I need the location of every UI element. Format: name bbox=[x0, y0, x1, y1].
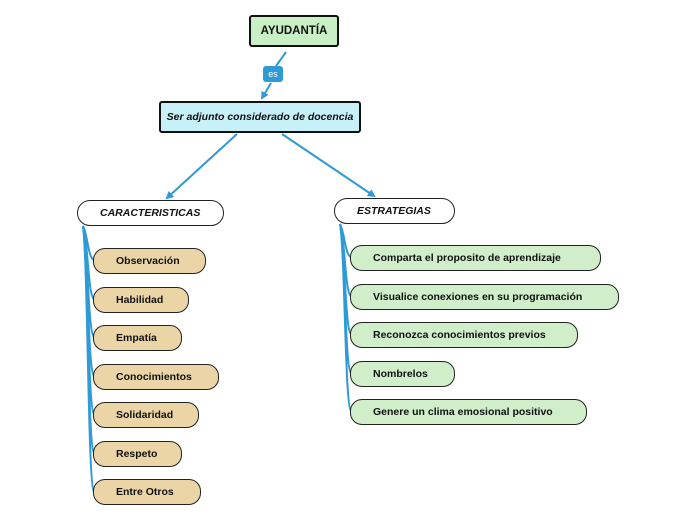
caracteristica-item-label: Habilidad bbox=[116, 294, 164, 306]
link-relation-to-concept bbox=[260, 82, 272, 100]
estrategia-item-label: Genere un clima emosional positivo bbox=[373, 406, 553, 418]
caracteristicas-label: CARACTERISTICAS bbox=[100, 207, 201, 219]
root-node[interactable]: AYUDANTÍA bbox=[249, 15, 339, 47]
caracteristica-item-empatia[interactable]: Empatía bbox=[93, 325, 182, 351]
estrategia-item-label: Nombrelos bbox=[373, 368, 428, 380]
caracteristica-item-label: Empatía bbox=[116, 332, 157, 344]
concept-node-label: Ser adjunto considerado de docencia bbox=[166, 111, 354, 123]
caracteristica-item-label: Entre Otros bbox=[116, 486, 174, 498]
caracteristica-item-entre-otros[interactable]: Entre Otros bbox=[93, 479, 201, 505]
link-root-to-relation bbox=[275, 51, 287, 67]
relation-label-node[interactable]: es bbox=[263, 66, 283, 82]
estrategia-item-label: Visualice conexiones en su programación bbox=[373, 291, 583, 303]
estrategia-item-label: Comparta el proposito de aprendizaje bbox=[373, 252, 561, 264]
relation-label-text: es bbox=[268, 69, 278, 79]
caracteristica-item-observacion[interactable]: Observación bbox=[93, 248, 206, 274]
estrategia-item-visualice[interactable]: Visualice conexiones en su programación bbox=[350, 284, 619, 310]
caracteristica-item-label: Solidaridad bbox=[116, 409, 174, 421]
estrategia-item-comparta[interactable]: Comparta el proposito de aprendizaje bbox=[350, 245, 601, 271]
caracteristicas-node[interactable]: CARACTERISTICAS bbox=[77, 200, 224, 226]
link-left-item-7 bbox=[82, 225, 95, 493]
caracteristica-item-label: Observación bbox=[116, 255, 180, 267]
concept-node[interactable]: Ser adjunto considerado de docencia bbox=[159, 101, 361, 133]
estrategia-item-label: Reconozca conocimientos previos bbox=[373, 329, 546, 341]
caracteristica-item-solidaridad[interactable]: Solidaridad bbox=[93, 402, 199, 428]
caracteristica-item-label: Conocimientos bbox=[116, 371, 192, 383]
estrategias-label: ESTRATEGIAS bbox=[357, 205, 431, 217]
link-right-item-5 bbox=[339, 223, 352, 412]
root-node-label: AYUDANTÍA bbox=[260, 25, 328, 37]
caracteristica-item-respeto[interactable]: Respeto bbox=[93, 441, 182, 467]
caracteristica-item-conocimientos[interactable]: Conocimientos bbox=[93, 364, 219, 390]
caracteristica-item-habilidad[interactable]: Habilidad bbox=[93, 287, 189, 313]
estrategia-item-nombrelos[interactable]: Nombrelos bbox=[350, 361, 455, 387]
estrategias-node[interactable]: ESTRATEGIAS bbox=[334, 198, 455, 224]
estrategia-item-genere[interactable]: Genere un clima emosional positivo bbox=[350, 399, 587, 425]
link-concept-to-estrategias bbox=[281, 133, 376, 198]
link-concept-to-caracteristicas bbox=[165, 133, 238, 200]
caracteristica-item-label: Respeto bbox=[116, 448, 158, 460]
estrategia-item-reconozca[interactable]: Reconozca conocimientos previos bbox=[350, 322, 578, 348]
